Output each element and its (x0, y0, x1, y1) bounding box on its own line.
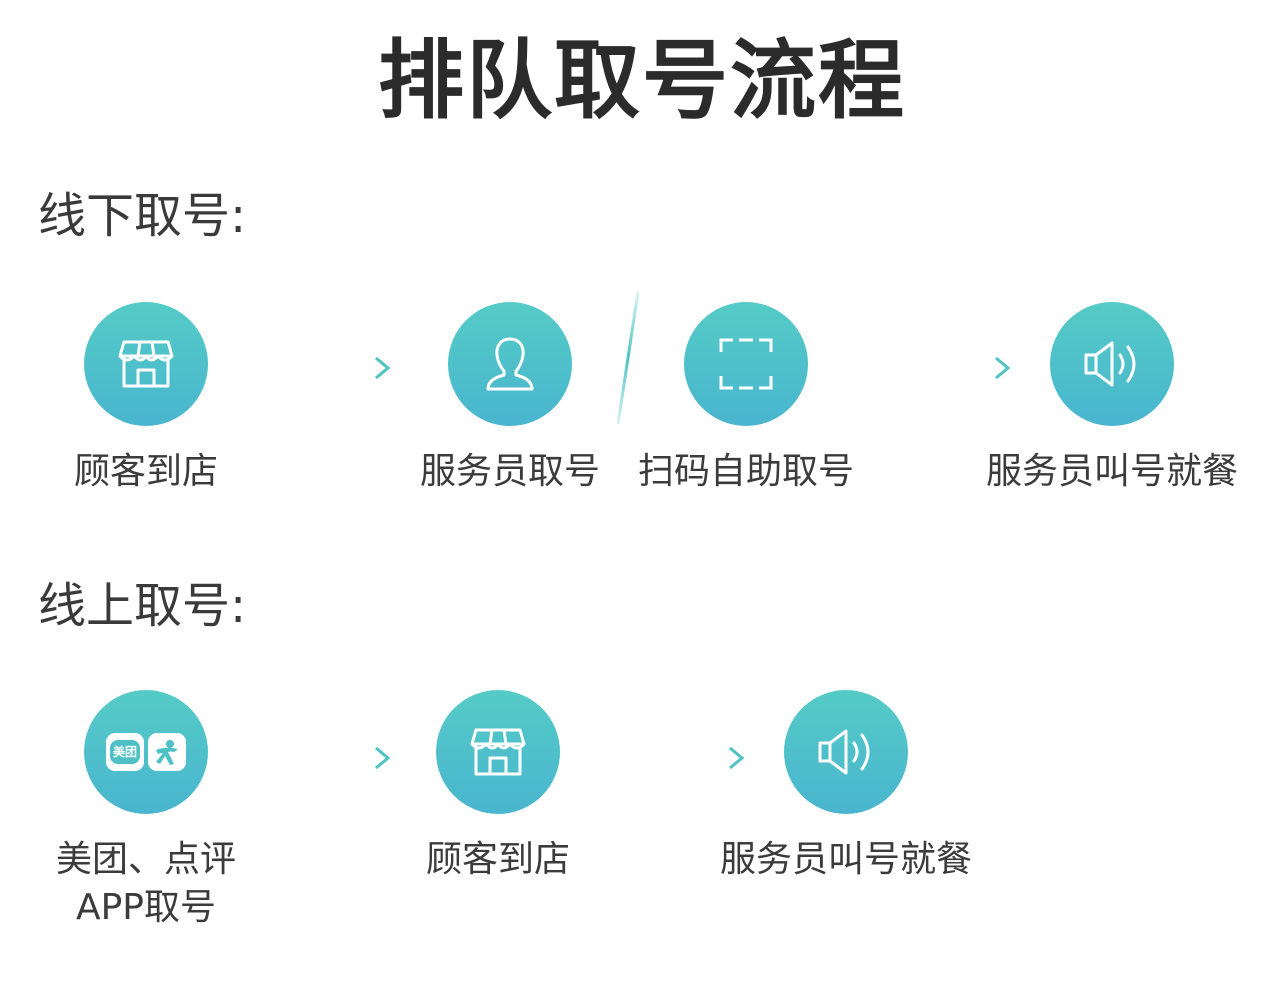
offline-arrow-1 (260, 356, 391, 380)
person-icon (486, 337, 534, 391)
online-step-store-circle (436, 690, 560, 814)
meituan-dianping-icon: 美团 (106, 733, 186, 771)
store-icon (118, 340, 174, 388)
online-step-call-circle (784, 690, 908, 814)
online-heading: 线上取号: (38, 578, 247, 634)
offline-step-store-label: 顾客到店 (73, 451, 218, 492)
offline-step-staff-circle (448, 302, 572, 426)
online-step-call-label: 服务员叫号就餐 (719, 839, 972, 880)
meituan-app-icon: 美团 (106, 733, 144, 771)
online-step-store-label: 顾客到店 (425, 839, 570, 880)
speaker-icon (818, 729, 870, 775)
offline-step-staff-label: 服务员取号 (419, 451, 600, 492)
online-arrow-1 (258, 746, 391, 770)
offline-step-call-label: 服务员叫号就餐 (985, 451, 1238, 492)
offline-step-store-circle (84, 302, 208, 426)
online-arrow-2 (608, 746, 745, 770)
speaker-icon (1084, 341, 1136, 387)
store-icon (470, 728, 526, 776)
online-step-app-label: 美团、点评 APP取号 (26, 836, 266, 932)
online-step-app-circle: 美团 (84, 690, 208, 814)
offline-step-scan-circle (684, 302, 808, 426)
offline-step-call-circle (1050, 302, 1174, 426)
offline-heading: 线下取号: (38, 188, 247, 244)
or-divider (616, 291, 640, 425)
online-step-app-label-line1: 美团、点评 (55, 839, 236, 880)
diagram-title: 排队取号流程 (378, 31, 906, 131)
offline-step-scan-label: 扫码自助取号 (637, 451, 854, 492)
offline-arrow-2 (860, 356, 1011, 380)
online-step-app-label-line2: APP取号 (75, 887, 217, 928)
dianping-app-icon (148, 733, 186, 771)
scan-icon (719, 338, 773, 390)
